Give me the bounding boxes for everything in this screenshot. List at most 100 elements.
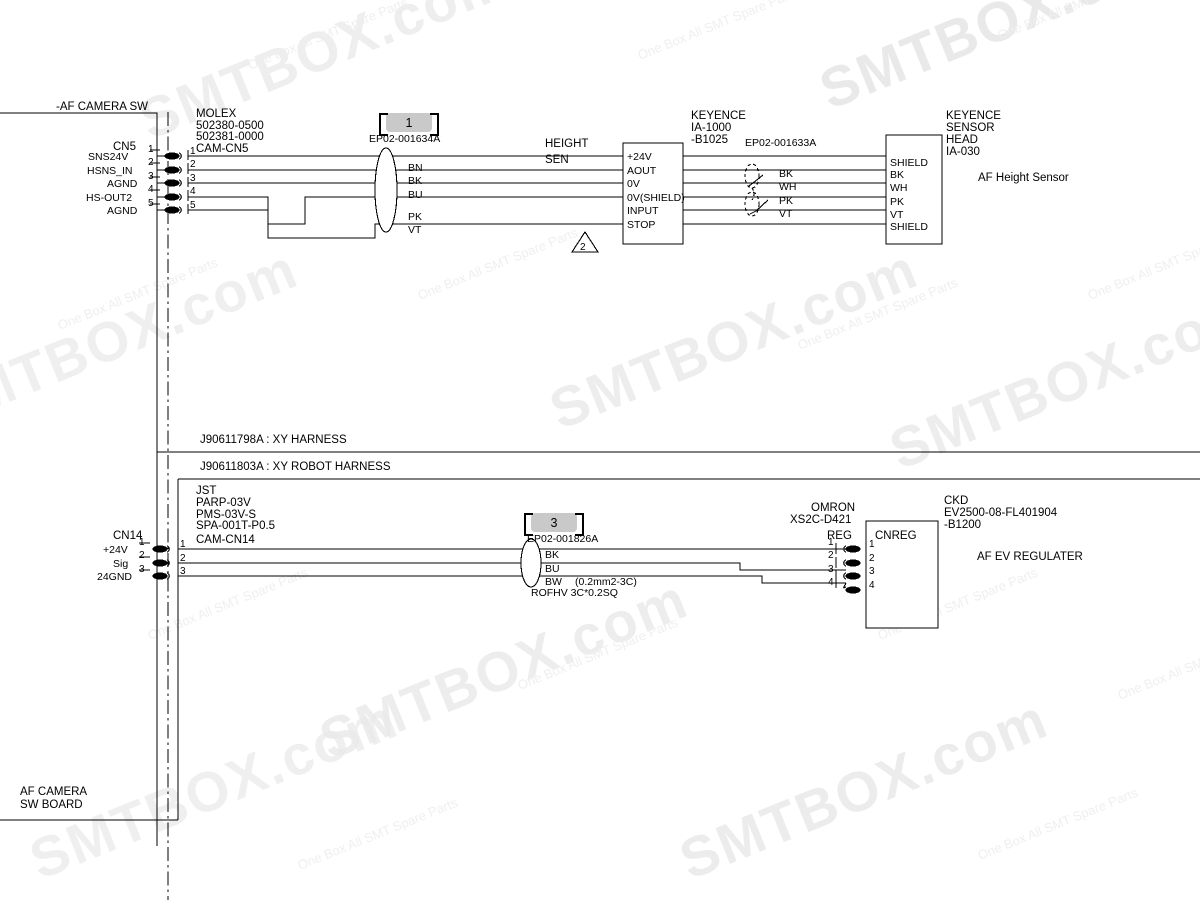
- cn5-pin-right-3: 3: [190, 173, 196, 184]
- reg-label: REG: [827, 530, 852, 542]
- marker-1-bracket-right: [430, 113, 439, 136]
- controller-brand: KEYENCE: [691, 110, 746, 122]
- cn14-signal-2: Sig: [113, 558, 129, 570]
- wire-color-bu: BU: [408, 189, 423, 201]
- cable-spec-b: ROFHV 3C*0.2SQ: [531, 587, 618, 599]
- cn14-signal-3: 24GND: [97, 571, 133, 583]
- lower-wire-color-bw: BW: [545, 576, 562, 588]
- wire-color-bk-right: BK: [779, 168, 794, 180]
- wire-color-wh: WH: [779, 181, 797, 193]
- lower-wire-color-bk: BK: [545, 549, 560, 561]
- controller-terminal-6: STOP: [627, 219, 656, 231]
- molex-ref: CAM-CN5: [196, 143, 249, 155]
- marker-1-part: EP02-001634A: [369, 133, 441, 145]
- sensor-terminal-4: PK: [890, 196, 905, 208]
- controller-sub: -B1025: [691, 134, 729, 146]
- cnreg-pin-2: 2: [869, 553, 875, 564]
- jst-part-2: PMS-03V-S: [196, 509, 257, 521]
- molex-part-2: 502381-0000: [196, 131, 264, 143]
- controller-terminal-2: AOUT: [627, 165, 657, 177]
- ckd-caption: AF EV REGULATER: [977, 551, 1083, 563]
- ckd-brand: CKD: [944, 495, 969, 507]
- cn5-pin-left-1: 1: [148, 144, 154, 155]
- cn14-pin-left-3: 3: [139, 564, 145, 575]
- wire-color-vt-right: VT: [779, 208, 793, 220]
- reg-pin-3: 3: [828, 564, 834, 575]
- cn5-signal-3: AGND: [107, 178, 138, 190]
- marker-2-part: EP02-001633A: [745, 137, 817, 149]
- signal-height-label: HEIGHT: [545, 138, 589, 150]
- molex-part-1: 502380-0500: [196, 120, 264, 132]
- sensor-terminal-3: WH: [890, 182, 908, 194]
- reg-pin-1: 1: [828, 537, 834, 548]
- sensor-terminal-5: VT: [890, 209, 904, 221]
- controller-model: IA-1000: [691, 122, 732, 134]
- upper-section-label: -AF CAMERA SW: [56, 101, 149, 113]
- cnreg-pin-1: 1: [869, 539, 875, 550]
- cn14-pin-right-1: 1: [180, 539, 186, 550]
- cn5-pin-right-1: 1: [190, 146, 196, 157]
- marker-1-number: 1: [405, 115, 413, 130]
- jst-brand: JST: [196, 485, 217, 497]
- wire-color-pk-left: PK: [408, 211, 423, 223]
- cn5-pin-right-5: 5: [190, 200, 196, 211]
- cn14-connector-name: CN14: [113, 530, 143, 542]
- controller-terminal-4: 0V(SHIELD): [627, 192, 685, 204]
- cable-spec-a: (0.2mm2-3C): [575, 576, 637, 588]
- marker-3-number: 3: [550, 515, 558, 530]
- cn5-signal-2: HSNS_IN: [87, 165, 133, 177]
- cn14-pin-right-3: 3: [180, 566, 186, 577]
- cn5-signal-5: AGND: [107, 205, 138, 217]
- ckd-sub: -B1200: [944, 519, 982, 531]
- sensor-terminal-6: SHIELD: [890, 221, 928, 233]
- ckd-part: EV2500-08-FL401904: [944, 507, 1058, 519]
- marker-3-bracket-left: [524, 513, 533, 536]
- jst-part-3: SPA-001T-P0.5: [196, 520, 276, 532]
- wire-color-bk-left: BK: [408, 175, 423, 187]
- sensor-terminal-2: BK: [890, 169, 905, 181]
- omron-brand: OMRON: [811, 502, 856, 514]
- cn5-pin-left-5: 5: [148, 198, 154, 209]
- harness-label-2: J90611803A : XY ROBOT HARNESS: [200, 461, 391, 473]
- marker-1: 1: [379, 113, 439, 136]
- sensor-line-3: HEAD: [946, 134, 978, 146]
- reg-pin-4: 4: [828, 577, 834, 588]
- lower-wire-color-bu: BU: [545, 563, 560, 575]
- cn5-pin-left-3: 3: [148, 171, 154, 182]
- cnreg-pin-4: 4: [869, 580, 875, 591]
- marker-1-bracket-left: [379, 113, 388, 136]
- cn5-signal-4: HS-OUT2: [86, 192, 133, 204]
- controller-terminal-3: 0V: [627, 178, 640, 190]
- cn5-pin-left-4: 4: [148, 184, 154, 195]
- cn14-pin-left-1: 1: [139, 537, 145, 548]
- cn5-signal-1: SNS24V: [88, 151, 129, 163]
- cn5-pin-right-4: 4: [190, 186, 196, 197]
- cn5-connector-name: CN5: [113, 141, 137, 153]
- marker-triangle-2: 2: [580, 242, 586, 253]
- sensor-caption: AF Height Sensor: [978, 172, 1069, 184]
- omron-part: XS2C-D421: [790, 514, 852, 526]
- wire-color-vt-left: VT: [408, 224, 422, 236]
- cn5-pin-left-2: 2: [148, 157, 154, 168]
- marker-3: 3: [524, 513, 584, 536]
- signal-sen-label: SEN: [545, 154, 569, 166]
- board-label-line-1: AF CAMERA: [20, 786, 88, 798]
- molex-brand: MOLEX: [196, 108, 237, 120]
- sensor-brand: KEYENCE: [946, 110, 1001, 122]
- jst-ref: CAM-CN14: [196, 534, 255, 546]
- cnreg-pin-3: 3: [869, 566, 875, 577]
- cn5-pin-right-2: 2: [190, 159, 196, 170]
- sensor-line-2: SENSOR: [946, 122, 995, 134]
- cn14-pin-right-2: 2: [180, 553, 186, 564]
- harness-label-1: J90611798A : XY HARNESS: [200, 434, 347, 446]
- cn14-signal-1: +24V: [103, 544, 128, 556]
- sensor-terminal-1: SHIELD: [890, 157, 928, 169]
- cnreg-label: CNREG: [875, 530, 917, 542]
- jst-part-1: PARP-03V: [196, 497, 251, 509]
- marker-3-part: EP02-001826A: [527, 533, 599, 545]
- marker-3-bracket-right: [575, 513, 584, 536]
- reg-pin-2: 2: [828, 550, 834, 561]
- board-label-line-2: SW BOARD: [20, 799, 83, 811]
